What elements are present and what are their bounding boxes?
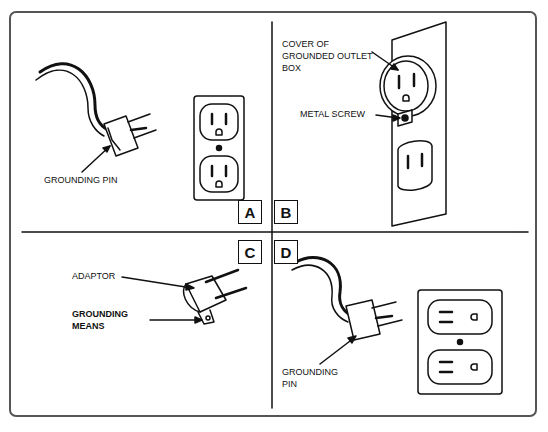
letter-box: A	[238, 200, 262, 224]
letter-box: C	[238, 240, 262, 264]
panel-letter: D	[281, 245, 292, 260]
panel-letter: A	[245, 205, 256, 220]
plug-a	[36, 64, 156, 172]
outlet-a	[194, 96, 244, 200]
letter-box: D	[274, 240, 298, 264]
adaptor-c	[122, 270, 246, 324]
callout-label: GROUNDING PIN	[44, 174, 154, 186]
divider	[22, 231, 528, 233]
leader-line	[372, 52, 398, 70]
callout-label: GROUNDING MEANS	[72, 308, 146, 332]
leader-line	[150, 319, 200, 321]
letter-box: B	[274, 200, 298, 224]
divider	[271, 22, 273, 408]
panel-letter: B	[281, 205, 292, 220]
leader-line	[320, 338, 354, 364]
leader-line	[122, 277, 192, 288]
callout-label: COVER OF GROUNDED OUTLET BOX	[282, 38, 382, 74]
frame	[10, 12, 536, 416]
callout-label: ADAPTOR	[72, 270, 142, 282]
callout-label: METAL SCREW	[300, 108, 390, 120]
plug-d	[292, 257, 402, 364]
panel-letter: C	[245, 245, 256, 260]
leader-line	[82, 146, 110, 172]
outlet-d	[418, 290, 502, 394]
callout-label: GROUNDING PIN	[282, 366, 342, 390]
outlet-b	[372, 22, 446, 226]
